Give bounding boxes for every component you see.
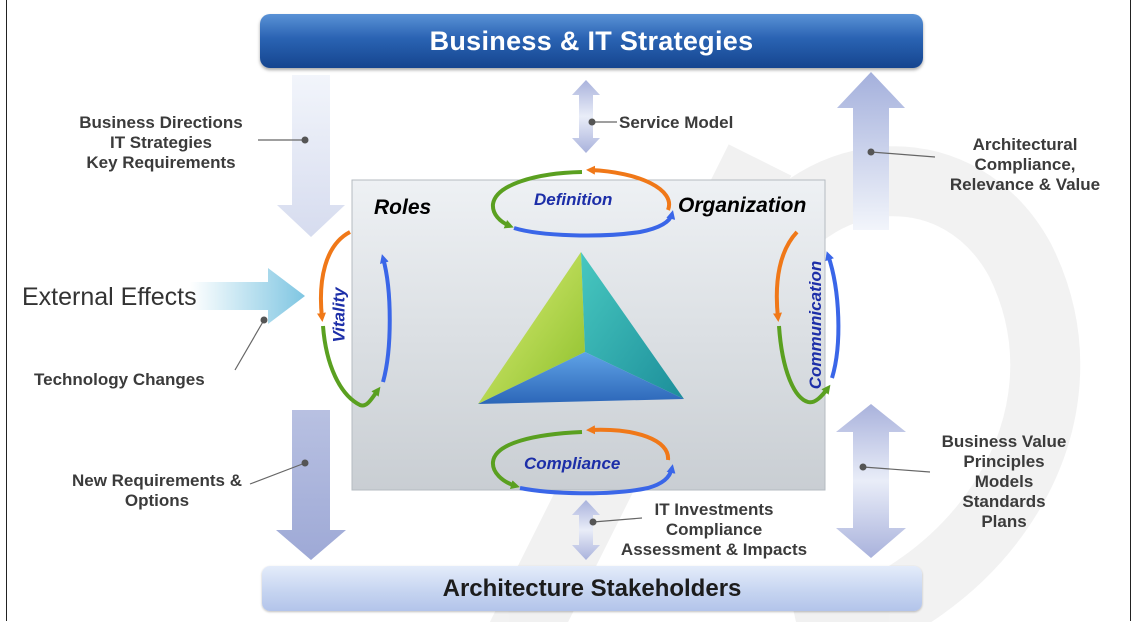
definition-label: Definition [534, 190, 613, 209]
technology-changes-text: Technology Changes [34, 370, 205, 389]
text-line: Key Requirements [86, 153, 236, 172]
text-line: Assessment & Impacts [620, 540, 808, 559]
vitality-label: Vitality [329, 287, 349, 343]
text-line: Options [124, 491, 190, 510]
communication-label: Communication [806, 260, 826, 390]
business-directions-text: Business Directions IT Strategies Key Re… [50, 113, 272, 173]
text-line: Compliance, [974, 155, 1076, 174]
architectural-text: Architectural Compliance, Relevance & Va… [925, 135, 1125, 195]
compliance-loop [490, 425, 676, 496]
diagram-frame [6, 0, 1131, 621]
text-line: IT Investments [654, 500, 774, 519]
callout-lines [234, 118, 936, 526]
top-small-double-arrow [572, 80, 600, 153]
right-double-arrow [836, 404, 906, 558]
banner-bottom-label: Architecture Stakeholders [442, 574, 742, 602]
bottom-small-double-arrow [572, 500, 600, 560]
organization-label: Organization [678, 194, 807, 217]
banner-top-label: Business & IT Strategies [429, 25, 754, 56]
text-line: Business Directions [79, 113, 243, 132]
text-line: Standards [962, 492, 1046, 511]
text-line: Principles [963, 452, 1045, 471]
compliance-label: Compliance [524, 454, 621, 473]
definition-loop [490, 165, 676, 238]
text-line: Business Value [941, 432, 1067, 451]
new-requirements-text: New Requirements & Options [46, 471, 268, 511]
left-down-arrow [276, 75, 346, 560]
text-line: Models [974, 472, 1034, 491]
business-value-text: Business Value Principles Models Standar… [920, 432, 1088, 532]
roles-label: Roles [374, 196, 432, 219]
text-line: Architectural [972, 135, 1078, 154]
it-investments-text: IT Investments Compliance Assessment & I… [600, 500, 828, 560]
text-line: Relevance & Value [949, 175, 1101, 194]
text-line: Compliance [665, 520, 763, 539]
external-effects-text: External Effects [22, 283, 197, 311]
business-it-strategies-banner: Business & IT Strategies [260, 14, 923, 68]
external-effects-arrow [190, 268, 305, 324]
text-line: New Requirements & [71, 471, 243, 490]
service-model-text: Service Model [619, 113, 734, 132]
pyramid [478, 252, 684, 404]
text-line: Plans [981, 512, 1027, 531]
communication-loop [773, 230, 841, 405]
text-line: IT Strategies [109, 133, 213, 152]
architecture-stakeholders-banner: Architecture Stakeholders [262, 566, 922, 611]
vitality-loop [317, 230, 392, 408]
